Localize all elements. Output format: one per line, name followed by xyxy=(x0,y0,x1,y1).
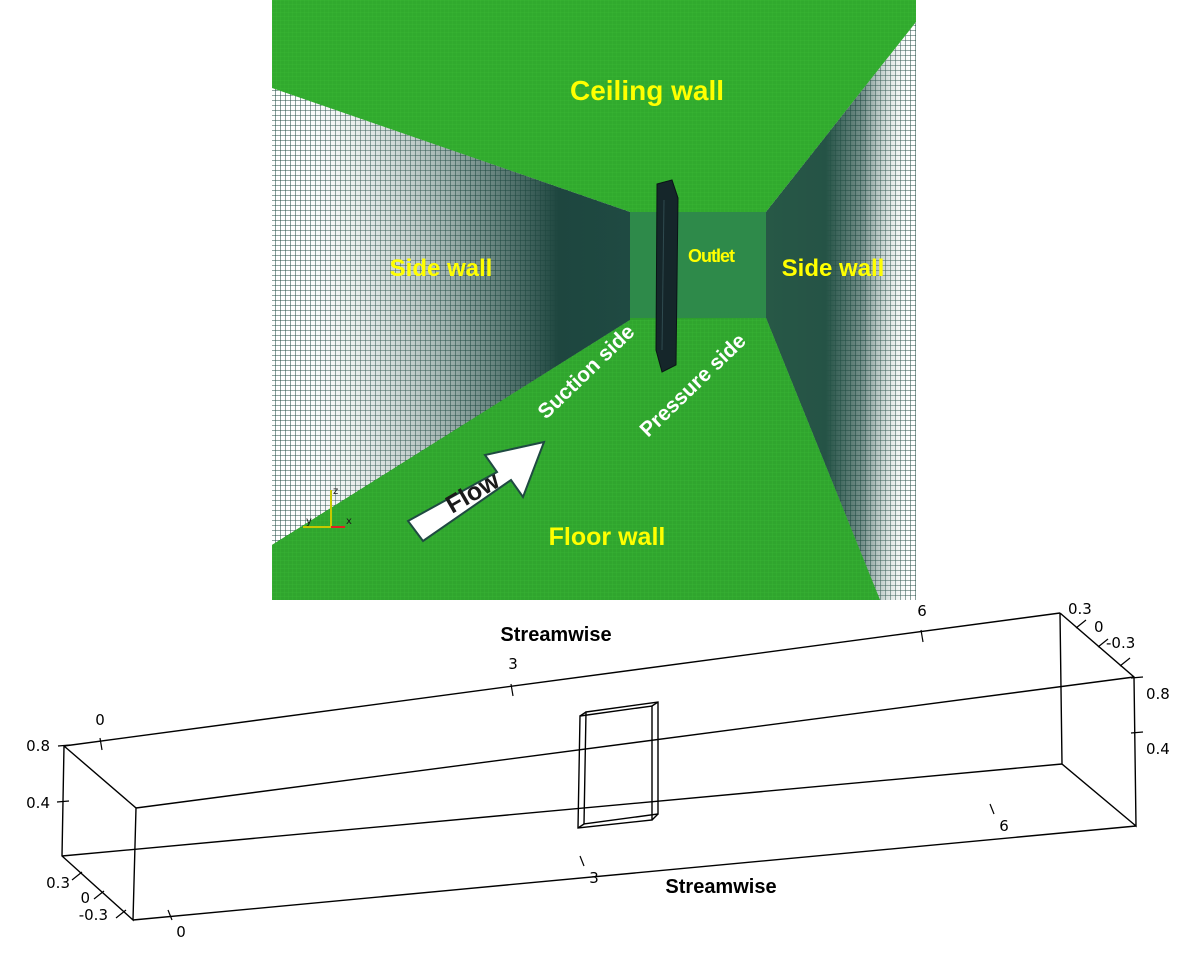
left-span-tick-0.3: 0.3 xyxy=(46,874,70,892)
wireframe-axis-labels: Streamwise Streamwise 0 3 6 0 3 6 0.8 0.… xyxy=(26,600,1170,941)
triad-z-label: z xyxy=(333,486,338,497)
blade-wireframe xyxy=(577,701,659,829)
top-tick-3: 3 xyxy=(508,655,518,673)
right-side-wall-label: Side wall xyxy=(782,255,885,282)
right-span-tick-0.3: 0.3 xyxy=(1068,600,1092,618)
top-tick-6: 6 xyxy=(917,602,927,620)
blade-body xyxy=(655,179,679,373)
wireframe-view-panel xyxy=(56,612,1144,922)
outlet-surface xyxy=(630,212,766,318)
left-side-wall-label: Side wall xyxy=(390,255,493,282)
axis-triad-icon: z x y xyxy=(303,486,352,528)
bottom-tick-0: 0 xyxy=(176,923,186,941)
triad-x-label: x xyxy=(346,516,352,527)
mesh-view-panel: z x y Ceiling wall Side wall Side wall O… xyxy=(272,0,916,600)
triad-y-label: y xyxy=(306,516,312,527)
bottom-tick-3: 3 xyxy=(589,869,599,887)
right-height-tick-0.8: 0.8 xyxy=(1146,685,1170,703)
flow-arrow-icon xyxy=(406,440,546,543)
floor-wall-label: Floor wall xyxy=(549,523,666,551)
outlet-label: Outlet xyxy=(688,246,735,266)
right-span-tick-neg0.3: -0.3 xyxy=(1106,634,1135,652)
right-span-tick-0: 0 xyxy=(1094,618,1104,636)
streamwise-title-bottom: Streamwise xyxy=(665,876,776,898)
left-span-tick-0: 0 xyxy=(80,889,90,907)
streamwise-title-top: Streamwise xyxy=(500,624,611,646)
left-span-tick-neg0.3: -0.3 xyxy=(79,906,108,924)
right-height-tick-0.4: 0.4 xyxy=(1146,740,1170,758)
left-height-tick-0.8: 0.8 xyxy=(26,737,50,755)
ceiling-wall-label: Ceiling wall xyxy=(570,75,724,106)
domain-wireframe xyxy=(61,612,1137,922)
bottom-tick-6: 6 xyxy=(999,817,1009,835)
top-tick-0: 0 xyxy=(95,711,105,729)
tick-marks xyxy=(56,619,1144,921)
left-height-tick-0.4: 0.4 xyxy=(26,794,50,812)
